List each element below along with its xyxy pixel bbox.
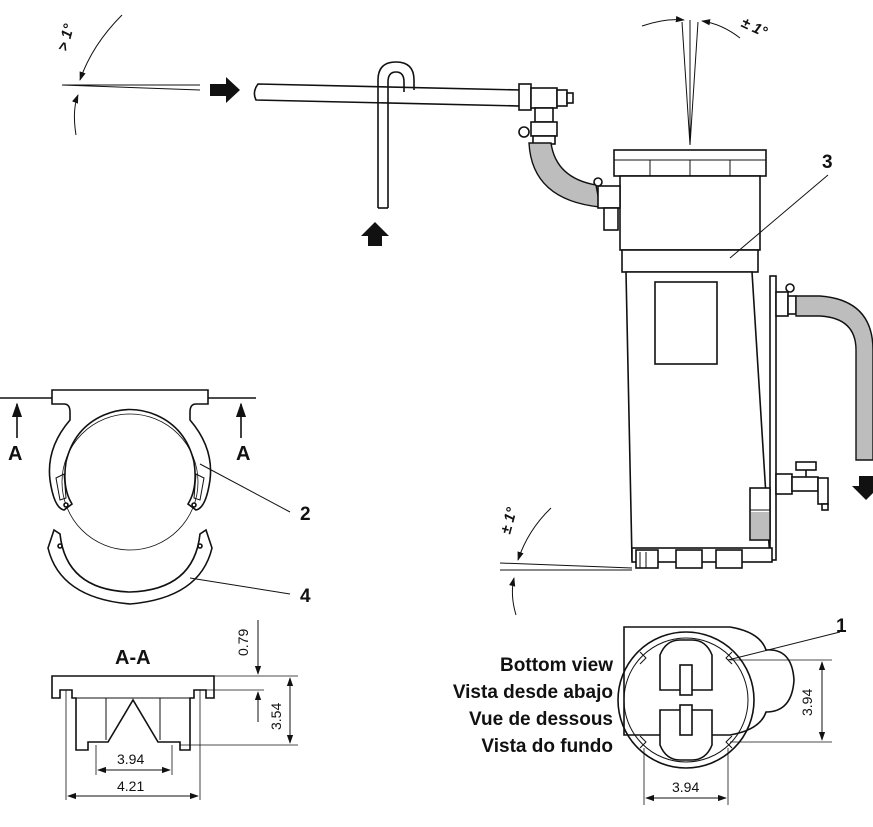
section-marker-left: A (8, 443, 22, 465)
connecting-hose (528, 142, 601, 208)
filter-head (593, 149, 767, 273)
drain-valve (775, 461, 829, 511)
bottom-view-label-pt: Vista do fundo (481, 736, 613, 757)
outlet-hose (775, 283, 873, 461)
callout-4: 4 (300, 586, 311, 607)
flow-arrow-down-icon (852, 476, 873, 500)
flow-arrow-right-icon (210, 77, 240, 103)
dim-bottom-vertical: 3.94 (799, 689, 815, 716)
section-view (51, 620, 298, 800)
bottom-view-label-fr: Vue de dessous (469, 709, 613, 730)
bottom-view-label-es: Vista desde abajo (453, 682, 613, 703)
t-fitting (518, 83, 574, 145)
dim-section-inner-width: 3.94 (117, 751, 144, 767)
angle-label-head: ± 1° (738, 14, 770, 41)
section-marker-right: A (236, 443, 250, 465)
inlet-angle-indicator: > 1° (54, 14, 201, 136)
inlet-pipe (253, 61, 521, 209)
clamp-assembly (0, 389, 256, 605)
bottom-view-label-en: Bottom view (500, 655, 613, 676)
callout-3: 3 (822, 152, 833, 173)
dim-section-height: 3.54 (268, 703, 284, 730)
angle-label-base: ± 1° (497, 505, 521, 536)
section-title: A-A (115, 647, 151, 669)
angle-label-inlet: > 1° (54, 21, 78, 53)
filter-body (625, 271, 777, 569)
base-angle-indicator: ± 1° (497, 505, 633, 616)
head-angle-indicator: ± 1° (641, 14, 771, 146)
dim-bottom-horizontal: 3.94 (672, 779, 699, 795)
dim-section-outer-width: 4.21 (117, 778, 144, 794)
callout-2: 2 (300, 504, 311, 525)
flow-arrow-up-icon (361, 222, 389, 246)
callout-1: 1 (836, 616, 847, 637)
dim-section-top: 0.79 (235, 629, 251, 656)
